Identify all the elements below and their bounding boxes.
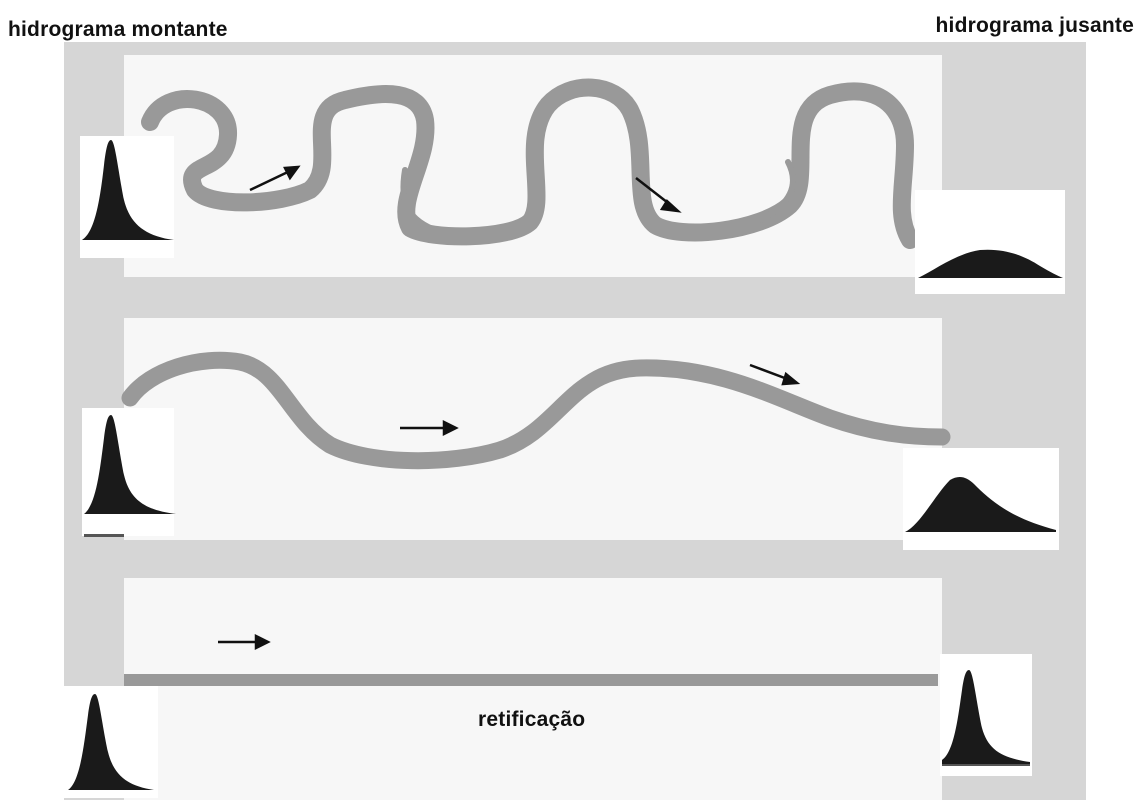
river-straightened [124, 674, 938, 686]
downstream-hydrograph-2 [903, 448, 1059, 550]
upstream-hydrograph-3 [64, 686, 158, 798]
upstream-hydrograph-1 [80, 136, 174, 258]
strip-3 [124, 578, 942, 800]
upstream-hydrograph-2 [82, 408, 176, 537]
upstream-hydrograph-label: hidrograma montante [8, 18, 228, 42]
downstream-hydrograph-1 [915, 190, 1065, 294]
downstream-hydrograph-3 [940, 654, 1032, 776]
rectification-label: retificação [478, 708, 585, 732]
downstream-hydrograph-label: hidrograma jusante [936, 14, 1134, 38]
